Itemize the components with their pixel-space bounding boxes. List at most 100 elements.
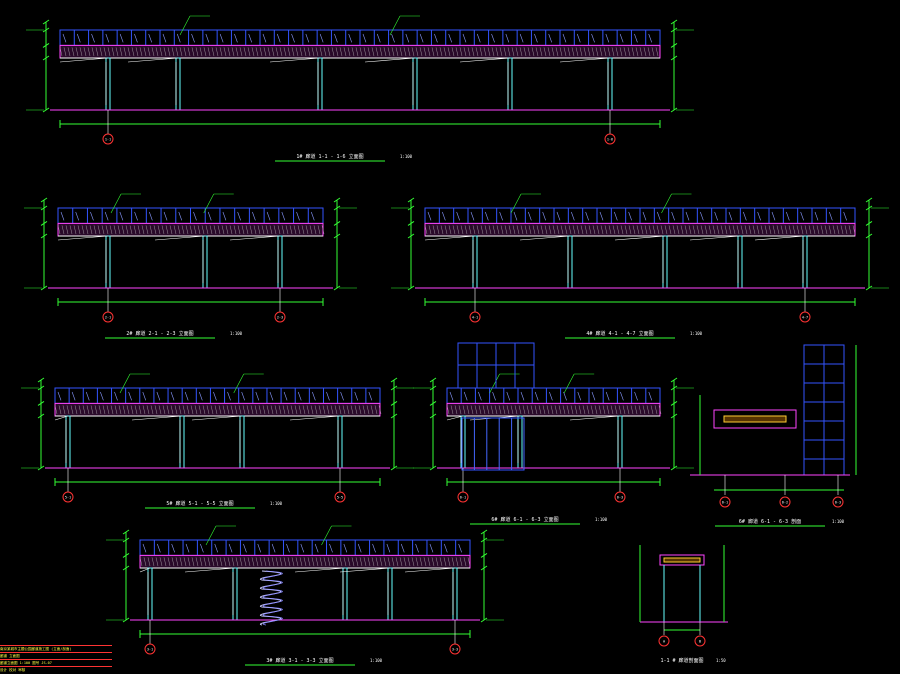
glass-hatch (449, 391, 454, 401)
slab-hatch (111, 47, 115, 57)
glass-hatch (119, 211, 124, 221)
slab-hatch (439, 47, 443, 57)
section-deck (659, 554, 705, 566)
slab-hatch (547, 47, 551, 57)
slab-hatch (435, 557, 439, 567)
slab-hatch (503, 47, 507, 57)
slab-hatch (403, 557, 407, 567)
glass-hatch (405, 33, 410, 43)
dimension-tick (670, 107, 678, 113)
slab-hatch (147, 557, 151, 567)
column (105, 57, 111, 111)
slab-hatch (399, 557, 403, 567)
brace-line (191, 415, 243, 421)
slab-hatch (269, 225, 273, 235)
glass-hatch (104, 211, 109, 221)
glass-hatch (228, 543, 233, 553)
slab-hatch (484, 225, 488, 235)
slab-hatch (531, 47, 535, 57)
glass-hatch (585, 211, 589, 221)
slab-hatch (234, 405, 238, 415)
column (147, 567, 153, 621)
slab-hatch (551, 47, 555, 57)
slab-hatch (335, 557, 339, 567)
slab-hatch (187, 47, 191, 57)
slab-hatch (239, 557, 243, 567)
slab-hatch (207, 557, 211, 567)
slab-hatch (277, 225, 281, 235)
slab-hatch (282, 405, 286, 415)
glass-hatch (577, 33, 581, 43)
slab-hatch (299, 557, 303, 567)
slab-hatch (571, 47, 575, 57)
slab-hatch (126, 405, 130, 415)
slab-hatch (59, 47, 63, 57)
dimension-tick (42, 55, 50, 61)
glass-hatch (619, 33, 624, 43)
glass-hatch (262, 33, 267, 43)
glass-hatch (334, 33, 338, 43)
slab-hatch (263, 47, 267, 57)
glass-hatch (185, 543, 190, 553)
slab-hatch (455, 557, 459, 567)
slab-hatch (350, 405, 354, 415)
elevation-scale: 1:100 (690, 331, 703, 336)
slab-hatch (298, 405, 302, 415)
slab-hatch (476, 225, 480, 235)
slab-hatch (186, 405, 190, 415)
slab-hatch (173, 225, 177, 235)
slab-hatch (335, 47, 339, 57)
dimension-tick (480, 565, 488, 571)
glass-hatch (269, 391, 274, 401)
slab-hatch (696, 225, 700, 235)
glass-hatch (148, 33, 152, 43)
slab-hatch (615, 47, 619, 57)
glass-hatch (605, 391, 610, 401)
slab-hatch (359, 47, 363, 57)
column (232, 567, 238, 621)
elevation-title: 1# 廊道 1-1 - 1-6 立面图 (296, 153, 363, 160)
slab-hatch (203, 557, 207, 567)
slab-hatch (354, 405, 358, 415)
slab-hatch (455, 47, 459, 57)
slab-hatch (222, 405, 226, 415)
slab-hatch (575, 47, 579, 57)
axis-bubble-label: 4-7 (802, 316, 808, 320)
slab-hatch (323, 47, 327, 57)
slab-hatch (523, 47, 527, 57)
slab-hatch (627, 47, 631, 57)
leader-line (203, 193, 215, 214)
slab-hatch (351, 557, 355, 567)
slab-hatch (546, 405, 550, 415)
slab-hatch (130, 405, 134, 415)
slab-hatch (467, 47, 471, 57)
glass-hatch (728, 211, 733, 221)
slab-hatch (511, 47, 515, 57)
glass-hatch (156, 391, 161, 401)
glass-hatch (354, 391, 359, 401)
axis-bubble (614, 491, 626, 503)
slab-hatch (142, 405, 146, 415)
slab-hatch (578, 405, 582, 415)
slab-hatch (306, 405, 310, 415)
slab-hatch (94, 405, 98, 415)
dimension-tick (40, 197, 48, 203)
slab-hatch (399, 47, 403, 57)
slab-hatch (600, 225, 604, 235)
brace-line (289, 415, 341, 421)
slab-hatch (514, 405, 518, 415)
glass-hatch (456, 211, 460, 221)
slab-hatch (239, 47, 243, 57)
slab-hatch (646, 405, 650, 415)
brace-line (139, 567, 151, 573)
slab-hatch (159, 47, 163, 57)
slab-hatch (724, 225, 728, 235)
slab-hatch (225, 225, 229, 235)
slab-hatch (86, 405, 90, 415)
glass-hatch (628, 211, 632, 221)
slab-hatch (664, 225, 668, 235)
axis-bubble (62, 491, 74, 503)
dimension-tick (670, 42, 678, 48)
glass-hatch (119, 33, 124, 43)
